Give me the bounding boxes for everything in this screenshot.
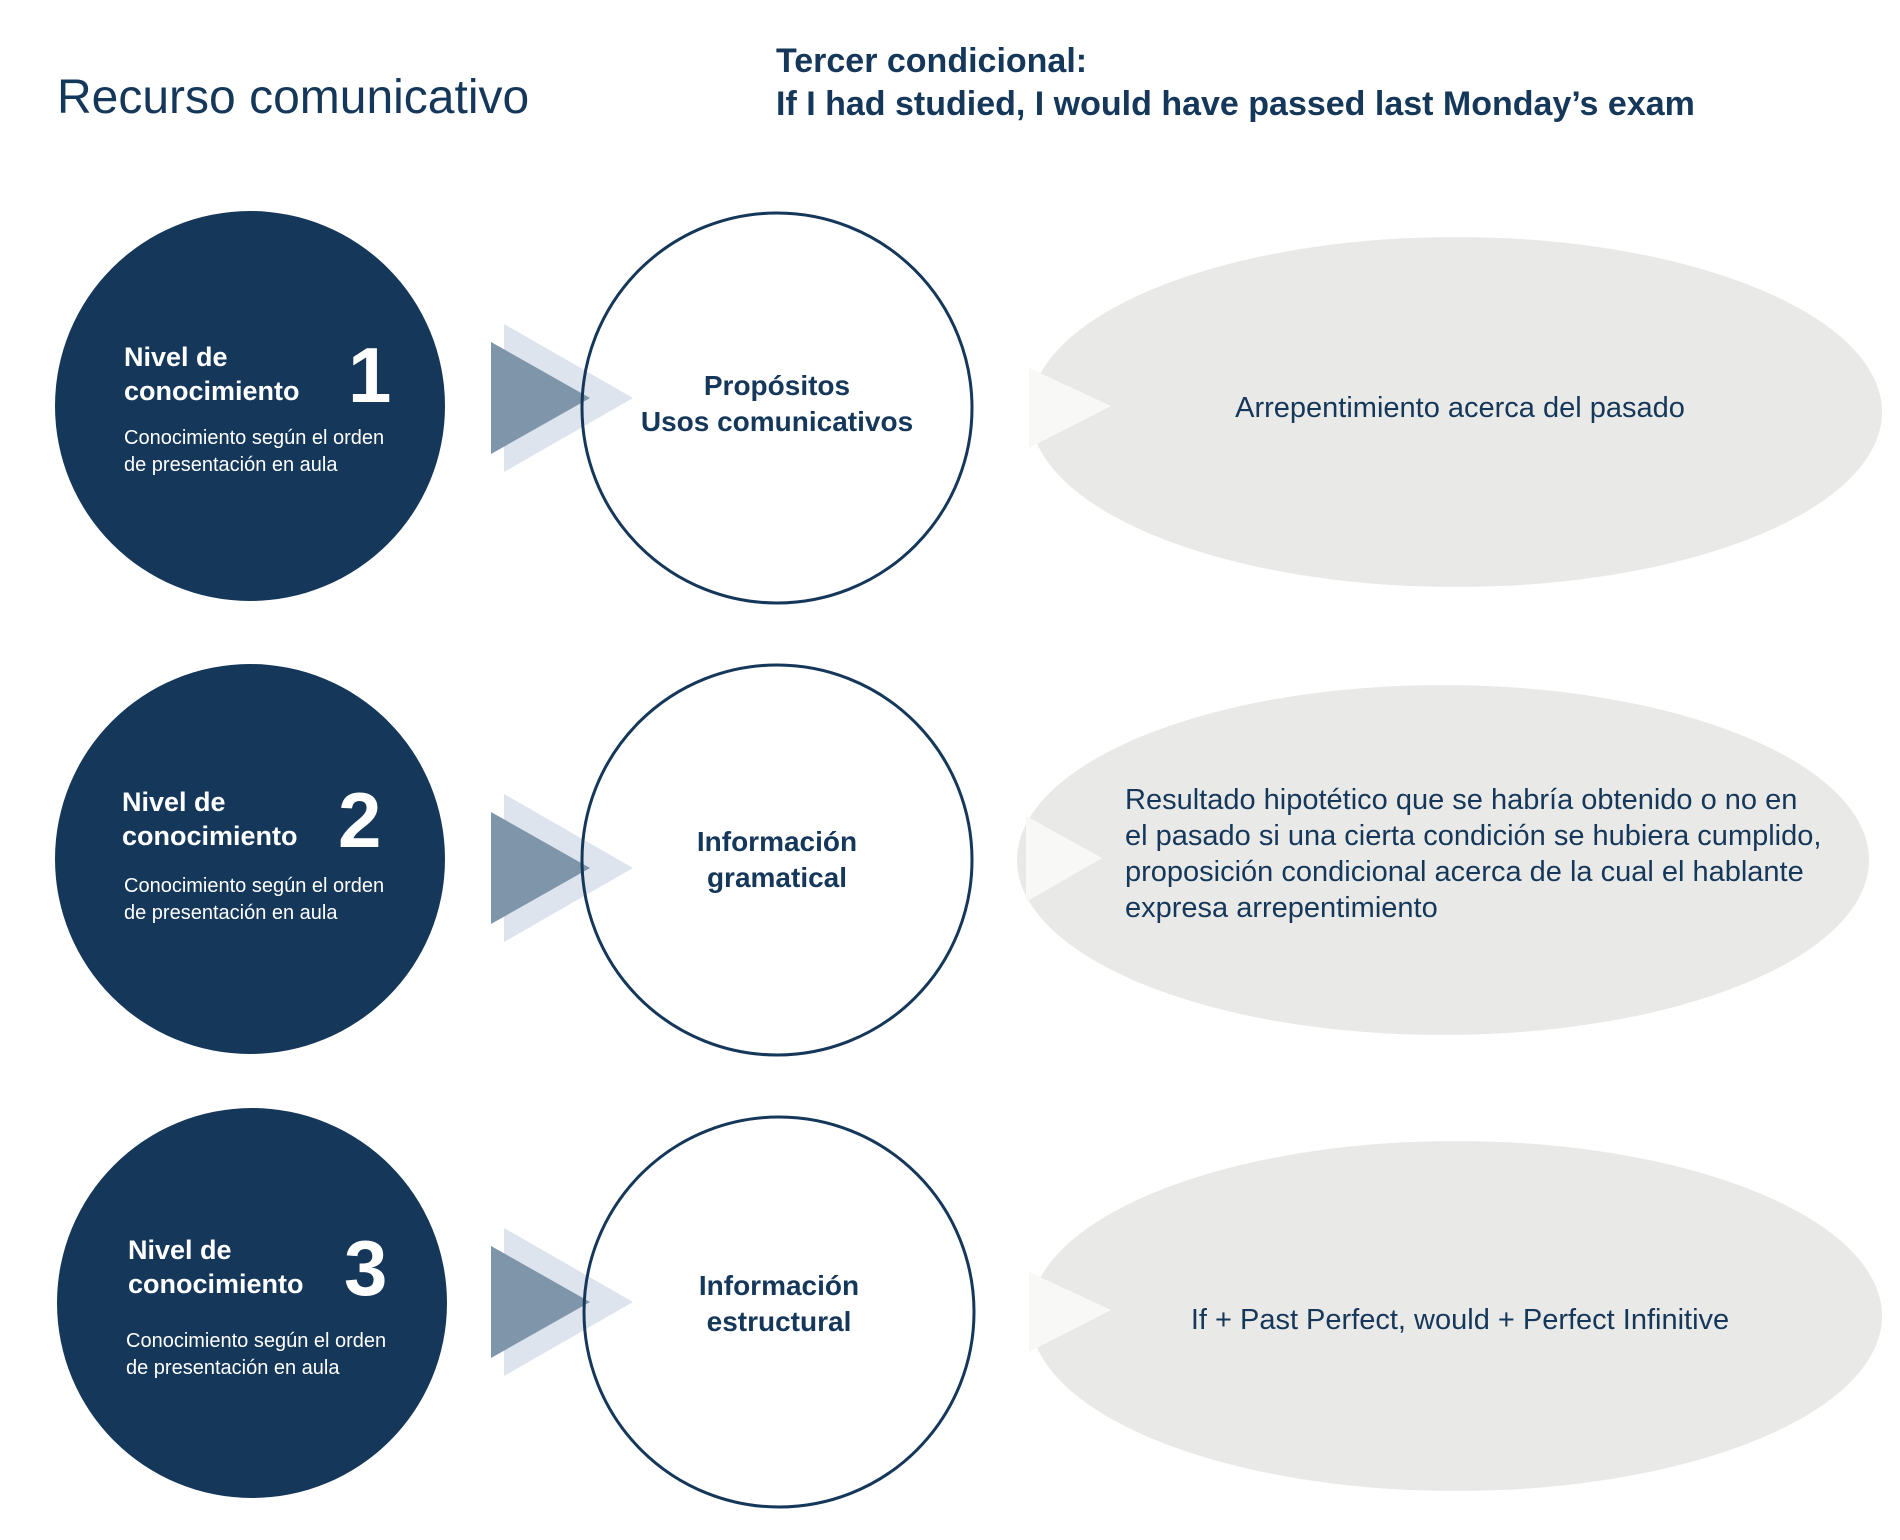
row-3-shapes	[57, 1108, 1882, 1509]
level-label-line-2: conocimiento	[122, 821, 298, 851]
topic-circle	[580, 663, 974, 1057]
header-line-2: If I had studied, I would have passed la…	[776, 85, 1695, 123]
level-subtitle: Conocimiento según el orden de presentac…	[124, 427, 385, 476]
pale-arrow-notch	[1029, 368, 1111, 448]
description-2: Resultado hipotético que se habría obten…	[1125, 784, 1822, 924]
topic-line-1: Propósitos	[703, 370, 851, 401]
level-number: 2	[338, 776, 382, 864]
dark-arrow	[491, 1246, 590, 1358]
topic-circle	[582, 1115, 976, 1509]
description-1: Arrepentimiento acerca del pasado	[1235, 392, 1685, 424]
page-title: Recurso comunicativo	[57, 71, 530, 124]
level-label-line-1: Nivel de	[122, 787, 226, 817]
level-circle	[57, 1108, 447, 1498]
level-subtitle: Conocimiento según el orden de presentac…	[124, 875, 385, 924]
level-label-line-2: conocimiento	[128, 1269, 304, 1299]
topic-2: Información gramatical	[597, 824, 957, 896]
description-ellipse	[1030, 237, 1882, 587]
topic-circle	[580, 211, 974, 605]
description-3: If + Past Perfect, would + Perfect Infin…	[1190, 1304, 1730, 1336]
row-1-shapes	[55, 211, 1882, 605]
header: Tercer condicional: If I had studied, I …	[776, 40, 1695, 126]
level-subtitle: Conocimiento según el orden de presentac…	[126, 1330, 387, 1379]
topic-line-2: gramatical	[706, 862, 848, 893]
dark-arrow	[491, 812, 590, 924]
topic-line-1: Información	[698, 1270, 860, 1301]
topic-1: Propósitos Usos comunicativos	[597, 368, 957, 440]
row-2-shapes	[55, 663, 1869, 1057]
level-circle	[55, 664, 445, 1054]
topic-line-2: estructural	[706, 1306, 852, 1337]
level-number: 1	[348, 331, 392, 419]
level-number: 3	[344, 1224, 388, 1312]
level-circle	[55, 211, 445, 601]
description-ellipse	[1017, 685, 1869, 1035]
topic-line-2: Usos comunicativos	[640, 406, 914, 437]
dark-arrow	[491, 342, 590, 454]
topic-3: Información estructural	[599, 1268, 959, 1340]
level-label-line-2: conocimiento	[124, 376, 300, 406]
topic-line-1: Información	[696, 826, 858, 857]
pale-arrow-notch	[1026, 816, 1102, 902]
level-label-line-1: Nivel de	[124, 342, 228, 372]
header-line-1: Tercer condicional:	[776, 42, 1088, 80]
level-label-line-1: Nivel de	[128, 1235, 232, 1265]
pale-arrow-notch	[1029, 1272, 1111, 1352]
description-ellipse	[1030, 1141, 1882, 1491]
